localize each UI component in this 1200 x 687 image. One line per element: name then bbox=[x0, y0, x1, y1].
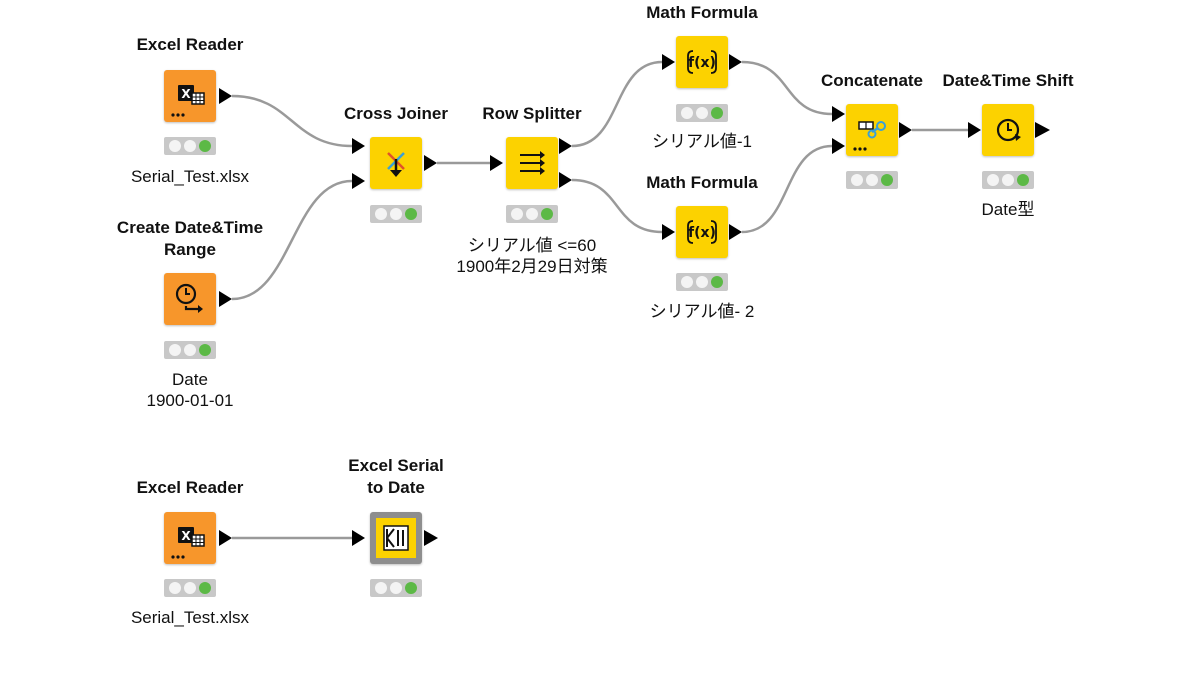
out-port-create-datetime[interactable] bbox=[219, 291, 232, 307]
connection-excel-reader-to-cross-joiner[interactable] bbox=[231, 94, 353, 148]
in-port-concatenate-top[interactable] bbox=[832, 106, 845, 122]
node-annotation: シリアル値- 2 bbox=[649, 302, 755, 321]
node-status-indicator bbox=[164, 137, 216, 155]
node-datetime-shift[interactable]: Date&Time Shift Date型 bbox=[908, 70, 1108, 280]
out-port-excel-serial[interactable] bbox=[424, 530, 438, 546]
node-status-indicator bbox=[370, 579, 422, 597]
node-annotation: Date型 bbox=[981, 200, 1035, 219]
node-title: Concatenate bbox=[820, 71, 924, 90]
node-excel-reader-2[interactable]: Excel Reader X Serial_Test.xlsx bbox=[90, 477, 290, 687]
svg-text:X: X bbox=[181, 87, 191, 101]
node-status-indicator bbox=[506, 205, 558, 223]
node-annotation: Serial_Test.xlsx bbox=[130, 167, 250, 186]
node-status-indicator bbox=[676, 273, 728, 291]
node-annotation: Serial_Test.xlsx bbox=[130, 608, 250, 627]
node-create-datetime-range[interactable]: Create Date&Time Range Date 1900-01-01 bbox=[90, 217, 290, 427]
node-status-indicator bbox=[164, 579, 216, 597]
in-port-concatenate-bottom[interactable] bbox=[832, 138, 845, 154]
connection-math-formula-1-to-concatenate[interactable] bbox=[741, 60, 833, 116]
node-title: Math Formula bbox=[646, 3, 758, 22]
workflow-canvas: Excel Reader X Serial_Test.xlsx Create D… bbox=[90, 2, 1108, 627]
out-port-math-formula-1[interactable] bbox=[729, 54, 742, 70]
connection-row-splitter-to-math-formula-2[interactable] bbox=[571, 178, 663, 234]
math-formula-icon[interactable]: f(x) bbox=[676, 36, 728, 88]
node-annotation: シリアル値 <=60 1900年2月29日対策 bbox=[456, 236, 608, 276]
cross-joiner-icon[interactable] bbox=[370, 137, 422, 189]
svg-text:X: X bbox=[181, 529, 191, 543]
out-port-datetime-shift[interactable] bbox=[1035, 122, 1050, 138]
row-splitter-icon[interactable] bbox=[506, 137, 558, 189]
node-math-formula-2[interactable]: Math Formula f(x) シリアル値- 2 bbox=[602, 172, 802, 382]
svg-text:f(x): f(x) bbox=[688, 225, 716, 241]
concatenate-icon[interactable] bbox=[846, 104, 898, 156]
node-title: Row Splitter bbox=[482, 104, 582, 123]
node-title: Cross Joiner bbox=[344, 104, 448, 123]
connection-layer bbox=[219, 54, 1050, 546]
connection-math-formula-2-to-concatenate[interactable] bbox=[741, 144, 833, 234]
out-port-row-splitter-top[interactable] bbox=[559, 138, 572, 154]
clock-icon[interactable] bbox=[164, 273, 216, 325]
node-title: Math Formula bbox=[646, 173, 758, 192]
node-title: Date&Time Shift bbox=[942, 71, 1074, 90]
math-formula-icon[interactable]: f(x) bbox=[676, 206, 728, 258]
in-port-cross-joiner-top[interactable] bbox=[352, 138, 365, 154]
node-title: Excel Reader bbox=[136, 478, 244, 497]
node-row-splitter[interactable]: Row Splitter シリアル値 <=60 1900年2月29日対策 bbox=[432, 103, 632, 313]
in-port-cross-joiner-bottom[interactable] bbox=[352, 173, 365, 189]
connection-create-datetime-to-cross-joiner[interactable] bbox=[231, 179, 353, 301]
node-status-indicator bbox=[676, 104, 728, 122]
node-title: Excel Serial to Date bbox=[348, 456, 444, 497]
node-status-indicator bbox=[846, 171, 898, 189]
node-title: Excel Reader bbox=[136, 35, 244, 54]
datetime-shift-icon[interactable] bbox=[982, 104, 1034, 156]
node-status-indicator bbox=[982, 171, 1034, 189]
node-annotation: Date 1900-01-01 bbox=[146, 370, 234, 410]
node-concatenate[interactable]: Concatenate bbox=[772, 70, 972, 280]
node-cross-joiner[interactable]: Cross Joiner bbox=[296, 103, 496, 313]
node-title: Create Date&Time Range bbox=[116, 218, 264, 259]
in-port-datetime-shift[interactable] bbox=[968, 122, 981, 138]
excel-reader-icon[interactable]: X bbox=[164, 70, 216, 122]
excel-reader-icon[interactable]: X bbox=[164, 512, 216, 564]
in-port-excel-serial[interactable] bbox=[352, 530, 365, 546]
node-excel-serial-to-date[interactable]: Excel Serial to Date bbox=[296, 455, 496, 665]
out-port-row-splitter-bottom[interactable] bbox=[559, 172, 572, 188]
out-port-concatenate[interactable] bbox=[899, 122, 912, 138]
connection-row-splitter-to-math-formula-1[interactable] bbox=[571, 60, 663, 148]
excel-serial-icon[interactable] bbox=[370, 512, 422, 564]
out-port-cross-joiner[interactable] bbox=[424, 155, 437, 171]
node-math-formula-1[interactable]: Math Formula f(x) シリアル値-1 bbox=[602, 2, 802, 212]
node-status-indicator bbox=[370, 205, 422, 223]
in-port-math-formula-2[interactable] bbox=[662, 224, 675, 240]
out-port-excel-reader-2[interactable] bbox=[219, 530, 232, 546]
in-port-math-formula-1[interactable] bbox=[662, 54, 675, 70]
svg-text:f(x): f(x) bbox=[688, 55, 716, 71]
in-port-row-splitter[interactable] bbox=[490, 155, 503, 171]
out-port-math-formula-2[interactable] bbox=[729, 224, 742, 240]
node-excel-reader-1[interactable]: Excel Reader X Serial_Test.xlsx bbox=[90, 34, 290, 244]
node-annotation: シリアル値-1 bbox=[652, 132, 752, 151]
out-port-excel-reader-1[interactable] bbox=[219, 88, 232, 104]
node-status-indicator bbox=[164, 341, 216, 359]
